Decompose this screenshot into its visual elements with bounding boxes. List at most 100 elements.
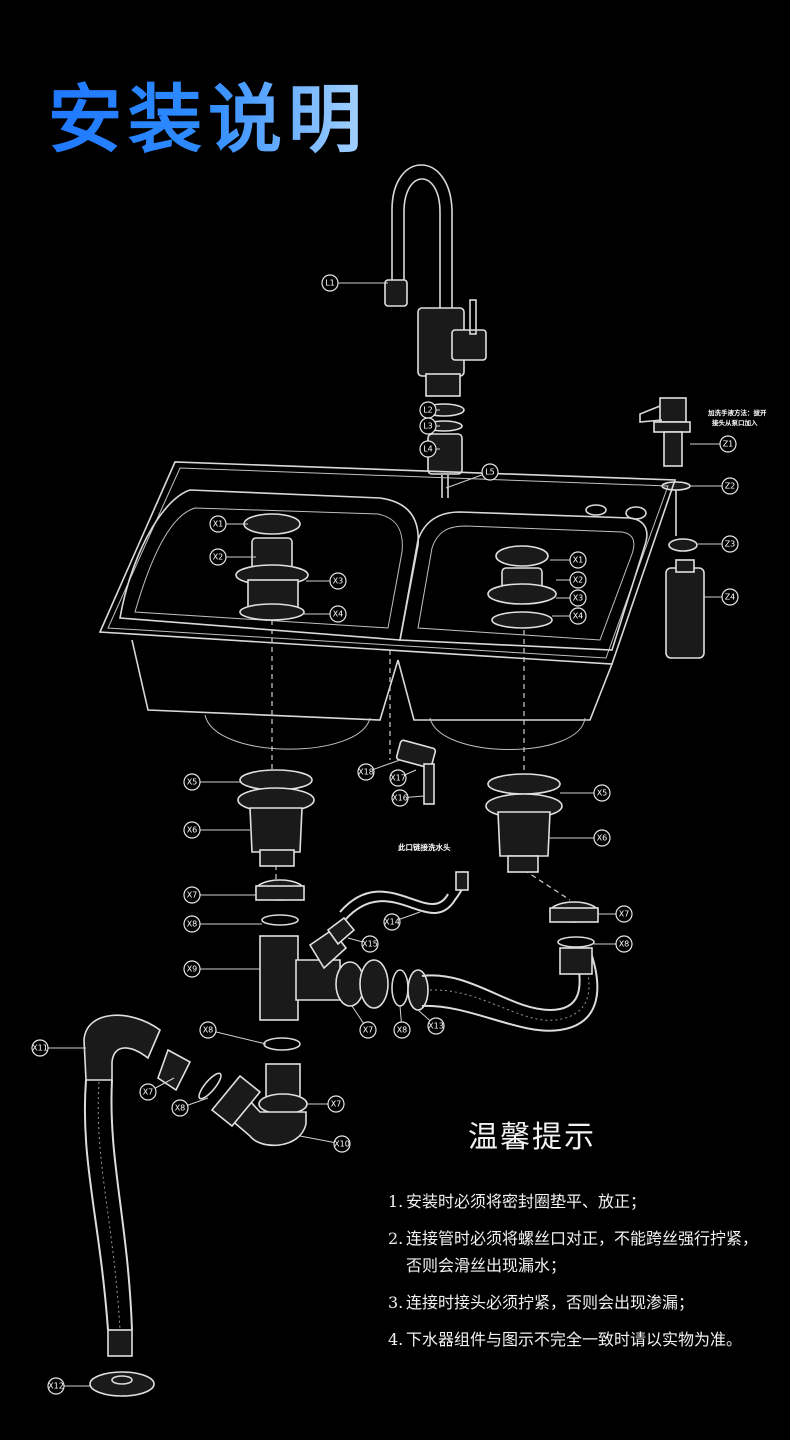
callout-circle	[481, 463, 499, 481]
part-label-x4: X4	[573, 612, 584, 621]
part-label-x3: X3	[573, 594, 584, 603]
part-labels: L1L2L3L4L5Z1Z2Z3Z4X1X2X3X4X1X2X3X4X5X6X5…	[31, 274, 739, 1395]
callout-circle	[361, 935, 379, 953]
callout-circle	[569, 589, 587, 607]
soap-note-line2: 接头从泵口加入	[712, 418, 758, 427]
tips-title: 温馨提示	[468, 1120, 596, 1155]
part-label-x2: X2	[573, 576, 584, 585]
callout-circle	[615, 905, 633, 923]
part-label-x8: X8	[397, 1026, 408, 1035]
callout-circle	[569, 571, 587, 589]
callout-circle	[615, 935, 633, 953]
callout-circle	[569, 551, 587, 569]
callout-circle	[31, 1039, 49, 1057]
part-label-x7: X7	[331, 1100, 342, 1109]
callout-circle	[389, 769, 407, 787]
callout-circle	[329, 572, 347, 590]
part-label-x17: X17	[390, 774, 406, 783]
callout-circle	[393, 1021, 411, 1039]
callout-circle	[383, 913, 401, 931]
tips-list: 1.安装时必须将密封圈垫平、放正； 2.连接管时必须将螺丝口对正，不能跨丝强行拧…	[388, 1188, 768, 1353]
callout-circle	[209, 515, 227, 533]
callout-circle	[47, 1377, 65, 1395]
left-strainer	[235, 513, 309, 621]
callout-circle	[593, 784, 611, 802]
part-label-x1: X1	[573, 556, 584, 565]
callout-circle	[721, 477, 739, 495]
part-label-x9: X9	[187, 965, 198, 974]
part-label-x5: X5	[187, 778, 198, 787]
page-title: 安装说明	[48, 77, 368, 163]
part-label-x8: X8	[619, 940, 630, 949]
callout-circle	[721, 535, 739, 553]
callout-leader	[207, 1029, 267, 1045]
part-label-x14: X14	[384, 918, 400, 927]
part-label-x8: X8	[203, 1026, 214, 1035]
part-label-x8: X8	[175, 1104, 186, 1113]
callout-circle	[333, 1135, 351, 1153]
callout-circle	[569, 607, 587, 625]
callout-circle	[721, 588, 739, 606]
tip-item: 4.下水器组件与图示不完全一致时请以实物为准。	[388, 1330, 743, 1349]
part-label-x7: X7	[363, 1026, 374, 1035]
tip-item: 1.安装时必须将密封圈垫平、放正；	[388, 1192, 647, 1211]
part-label-x7: X7	[143, 1088, 154, 1097]
faucet	[384, 164, 487, 498]
tips-panel: 温馨提示 1.安装时必须将密封圈垫平、放正； 2.连接管时必须将螺丝口对正，不能…	[388, 1112, 768, 1363]
part-label-x15: X15	[362, 940, 378, 949]
part-label-z3: Z3	[725, 540, 736, 549]
part-label-l3: L3	[423, 422, 433, 431]
left-drain-body	[237, 769, 315, 867]
callout-circle	[183, 886, 201, 904]
tip-item: 3.连接时接头必须拧紧，否则会出现渗漏；	[388, 1293, 695, 1312]
part-label-x12: X12	[48, 1382, 64, 1391]
right-drain-body	[485, 773, 563, 873]
callout-circle	[719, 435, 737, 453]
dishwasher-note: 此口链接洗水头	[398, 842, 451, 852]
part-label-z4: Z4	[725, 593, 736, 602]
callout-circle	[183, 960, 201, 978]
part-label-l2: L2	[423, 406, 433, 415]
callout-circle	[209, 548, 227, 566]
part-label-z2: Z2	[725, 482, 736, 491]
part-label-x2: X2	[213, 553, 224, 562]
callout-circle	[321, 274, 339, 292]
part-label-x6: X6	[187, 826, 198, 835]
overflow-fitting	[395, 739, 437, 805]
callout-circle	[171, 1099, 189, 1117]
part-label-x8: X8	[187, 920, 198, 929]
part-label-x7: X7	[619, 910, 630, 919]
part-label-x18: X18	[358, 768, 374, 777]
part-label-x16: X16	[392, 794, 408, 803]
part-label-x6: X6	[597, 834, 608, 843]
callout-circle	[391, 789, 409, 807]
right-strainer	[487, 545, 557, 629]
callout-circle	[359, 1021, 377, 1039]
part-label-x11: X11	[32, 1044, 48, 1053]
callout-circle	[419, 417, 437, 435]
part-label-x7: X7	[187, 891, 198, 900]
callout-circle	[183, 915, 201, 933]
tee-pipe	[259, 928, 348, 1021]
callout-circle	[199, 1021, 217, 1039]
soap-note-line1: 加洗手液方法：拔开	[707, 408, 767, 417]
part-label-x3: X3	[333, 577, 344, 586]
part-label-x5: X5	[597, 789, 608, 798]
part-label-l5: L5	[485, 468, 495, 477]
elbow-and-outlet-hose	[83, 1014, 262, 1397]
callout-circle	[593, 829, 611, 847]
callout-circle	[327, 1095, 345, 1113]
callout-circle	[183, 821, 201, 839]
part-label-x4: X4	[333, 610, 344, 619]
callout-circle	[357, 763, 375, 781]
callout-circle	[183, 773, 201, 791]
callout-circle	[139, 1083, 157, 1101]
part-label-x1: X1	[213, 520, 224, 529]
part-label-x10: X10	[334, 1140, 350, 1149]
double-bowl-sink	[98, 461, 677, 750]
part-label-l1: L1	[325, 279, 335, 288]
callout-circle	[329, 605, 347, 623]
soap-dispenser	[639, 397, 705, 659]
callout-circle	[427, 1017, 445, 1035]
